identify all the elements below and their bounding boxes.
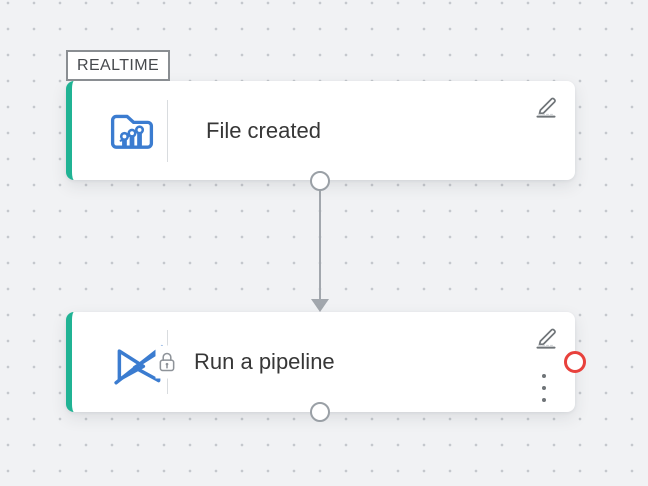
output-port-run-a-pipeline[interactable]: [310, 402, 330, 422]
phase-badge: REALTIME: [66, 50, 171, 81]
edit-button[interactable]: [531, 90, 561, 120]
side-port-run-a-pipeline[interactable]: [564, 351, 586, 373]
node-file-created[interactable]: File created: [66, 81, 575, 180]
more-options-button[interactable]: [538, 371, 550, 405]
divider: [167, 100, 168, 162]
connector-line: [319, 181, 321, 301]
connector-edge[interactable]: [300, 181, 340, 312]
edit-button[interactable]: [531, 321, 561, 351]
kebab-dot: [542, 386, 546, 390]
node-title: Run a pipeline: [194, 349, 335, 374]
output-port-file-created[interactable]: [310, 171, 330, 191]
arrow-down-icon: [311, 299, 329, 312]
folder-chart-icon: [104, 102, 160, 160]
kebab-dot: [542, 374, 546, 378]
node-title: File created: [206, 117, 321, 143]
node-run-a-pipeline[interactable]: Run a pipeline: [66, 312, 575, 412]
kebab-dot: [542, 398, 546, 402]
phase-badge-label: REALTIME: [77, 56, 160, 74]
lock-icon: [155, 345, 179, 379]
